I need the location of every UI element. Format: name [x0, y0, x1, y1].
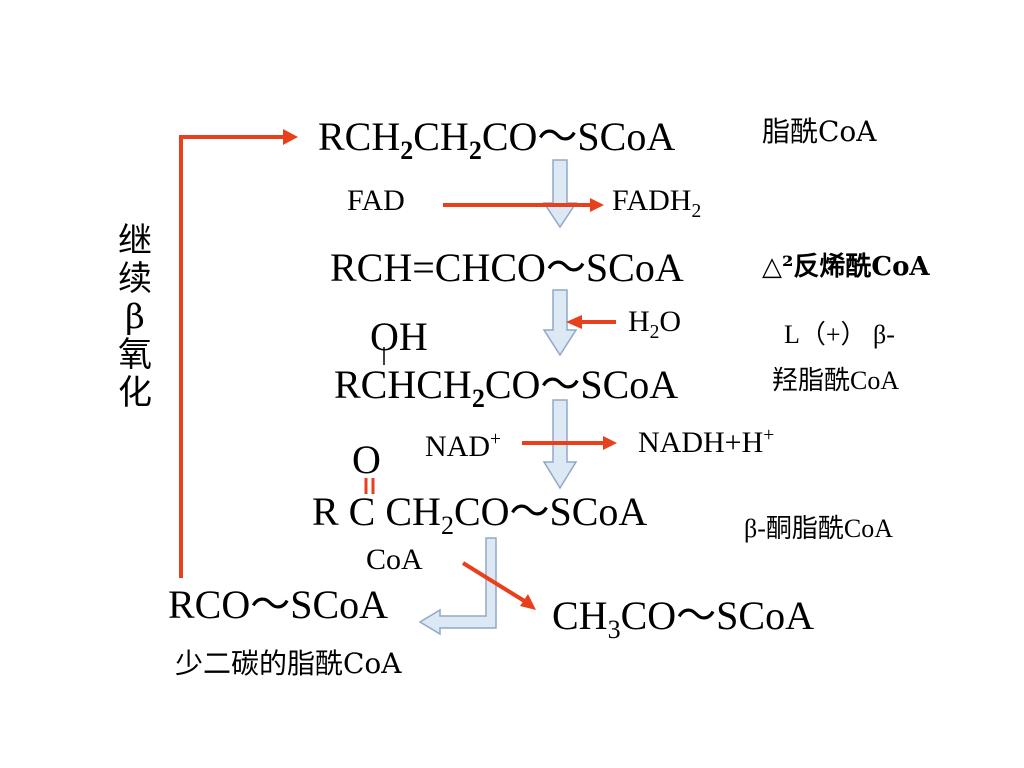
- coa-arrow: [461, 561, 536, 610]
- loop-back-arrow: [179, 129, 298, 578]
- ketoacyl-coa-formula: R C CH2CO～SCoA: [312, 489, 648, 540]
- nad-text: NAD+: [425, 429, 501, 463]
- side-char: 续: [118, 259, 152, 300]
- label-ketoacyl-coa: β-酮脂酰CoA: [744, 514, 894, 543]
- h2o-text: H2O: [628, 305, 682, 343]
- label-hydroxyacyl-line2: 羟脂酰CoA: [772, 366, 900, 395]
- enoyl-coa-formula: RCH=CHCO～SCoA: [330, 245, 684, 290]
- label-hydroxyacyl-line1: L（+） β-: [784, 320, 895, 349]
- keto-oxygen: O: [352, 437, 381, 482]
- shortened-acyl-coa-formula: RCO～SCoA: [168, 582, 389, 627]
- h2o-arrow: [566, 315, 616, 329]
- fad-text: FAD: [347, 184, 405, 217]
- side-char: 氧: [118, 335, 152, 376]
- fad-arrow: [443, 198, 604, 212]
- fatty-acyl-coa-formula: RCH2CH2CO～SCoA: [318, 114, 676, 165]
- carbonyl-double-bond: [364, 478, 375, 494]
- down-arrow-2: [542, 289, 578, 357]
- hydroxyl-group: OH: [370, 314, 428, 359]
- hydroxyacyl-coa-formula: RCHCH2CO～SCoA: [334, 362, 679, 413]
- nadh-text: NADH+H+: [638, 425, 775, 459]
- bent-arrow: [418, 537, 497, 636]
- continue-beta-oxidation-label: 继 续 β 氧 化: [118, 222, 152, 412]
- down-arrow-1: [542, 159, 578, 229]
- label-shortened-acyl-coa: 少二碳的脂酰CoA: [175, 647, 402, 680]
- side-char: β: [125, 297, 145, 338]
- acetyl-coa-formula: CH3CO～SCoA: [552, 593, 814, 644]
- label-enoyl-coa: △²反烯酰CoA: [762, 252, 930, 282]
- coa-text: CoA: [366, 543, 423, 576]
- side-char: 继: [118, 221, 152, 261]
- label-fatty-acyl-coa: 脂酰CoA: [762, 115, 877, 148]
- side-char: 化: [118, 373, 152, 414]
- nad-arrow: [522, 436, 617, 450]
- fadh2-text: FADH2: [612, 184, 702, 222]
